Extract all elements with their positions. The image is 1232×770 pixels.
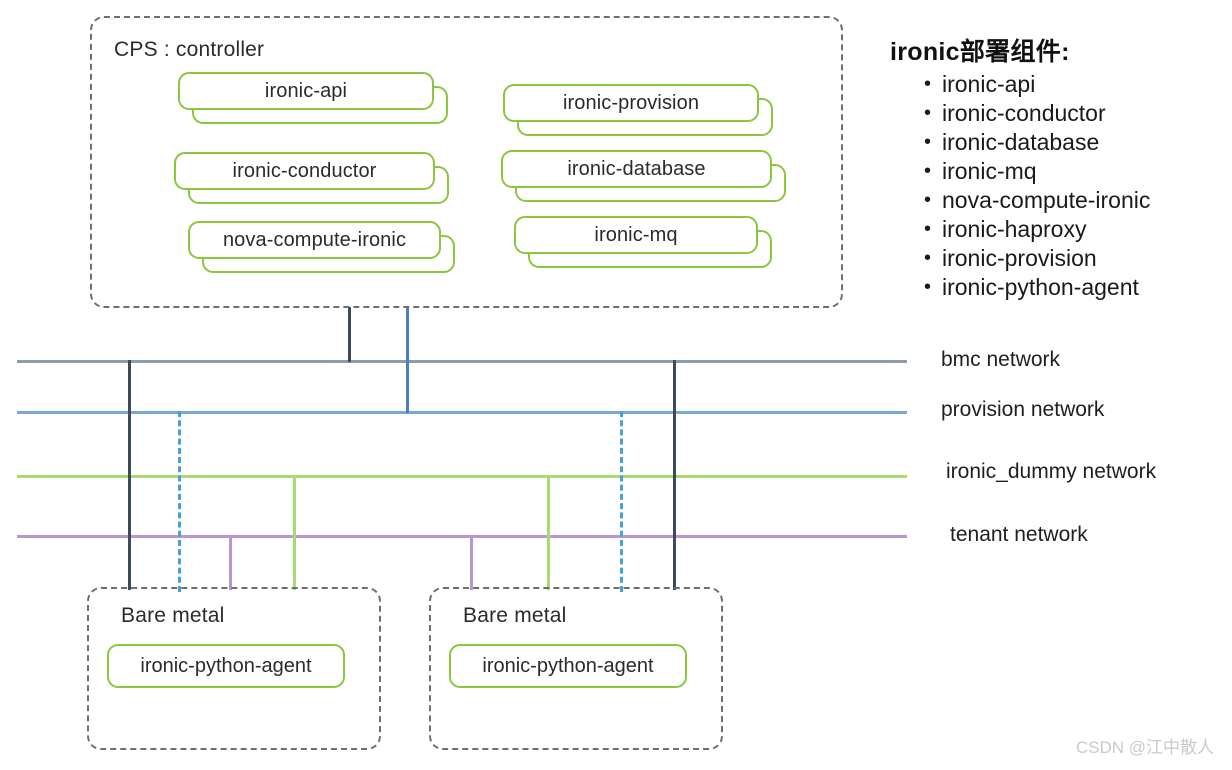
service-box-ironic-conductor[interactable]: ironic-conductor — [174, 152, 449, 204]
service-box-front: ironic-database — [501, 150, 772, 188]
connector-provision-to-baremetal-1 — [178, 411, 181, 592]
legend-item: nova-compute-ironic — [924, 186, 1220, 215]
connector-dummy-to-baremetal-1 — [293, 475, 296, 590]
network-line-tenant — [17, 535, 907, 538]
network-line-ironic_dummy — [17, 475, 907, 478]
legend-item: ironic-provision — [924, 244, 1220, 273]
bare-metal-1-agent-label: ironic-python-agent — [140, 654, 312, 677]
network-label-provision: provision network — [941, 398, 1105, 421]
legend-list: ironic-apiironic-conductorironic-databas… — [890, 70, 1220, 302]
service-box-front: ironic-provision — [503, 84, 759, 122]
bare-metal-2-title: Bare metal — [463, 604, 567, 627]
network-line-bmc — [17, 360, 907, 363]
network-label-ironic_dummy: ironic_dummy network — [946, 460, 1157, 483]
service-label: ironic-provision — [562, 91, 700, 114]
service-box-nova-compute-ironic[interactable]: nova-compute-ironic — [188, 221, 455, 273]
service-box-front: ironic-conductor — [174, 152, 435, 190]
service-box-front: ironic-api — [178, 72, 434, 110]
service-label: ironic-database — [567, 157, 706, 180]
network-label-bmc: bmc network — [941, 348, 1061, 371]
service-box-front: nova-compute-ironic — [188, 221, 441, 259]
cps-controller-title: CPS : controller — [114, 38, 265, 61]
service-box-ironic-api[interactable]: ironic-api — [178, 72, 448, 124]
network-line-provision — [17, 411, 907, 414]
legend-item: ironic-conductor — [924, 99, 1220, 128]
connector-bmc-to-baremetal-2 — [673, 360, 676, 590]
bare-metal-node-2: Bare metal ironic-python-agent — [429, 587, 723, 750]
service-box-front: ironic-mq — [514, 216, 758, 254]
legend-item: ironic-haproxy — [924, 215, 1220, 244]
service-label: ironic-conductor — [232, 159, 377, 182]
service-box-ironic-provision[interactable]: ironic-provision — [503, 84, 773, 136]
legend-item: ironic-database — [924, 128, 1220, 157]
connector-provision-to-baremetal-2 — [620, 411, 623, 592]
service-label: nova-compute-ironic — [222, 228, 407, 251]
bare-metal-2-agent-box[interactable]: ironic-python-agent — [449, 644, 687, 688]
service-label: ironic-api — [264, 79, 348, 102]
legend-item: ironic-python-agent — [924, 273, 1220, 302]
connector-bmc-to-baremetal-1 — [128, 360, 131, 590]
legend-item: ironic-api — [924, 70, 1220, 99]
bare-metal-2-agent-label: ironic-python-agent — [482, 654, 654, 677]
service-label: ironic-mq — [594, 223, 678, 246]
csdn-watermark: CSDN @江中散人 — [1075, 738, 1214, 757]
network-label-tenant: tenant network — [950, 523, 1088, 546]
bare-metal-1-agent-box[interactable]: ironic-python-agent — [107, 644, 345, 688]
connector-tenant-to-baremetal-2 — [470, 535, 473, 590]
deployment-components-legend: ironic部署组件: ironic-apiironic-conductorir… — [890, 32, 1220, 302]
legend-item: ironic-mq — [924, 157, 1220, 186]
connector-tenant-to-baremetal-1 — [229, 535, 232, 590]
bare-metal-node-1: Bare metal ironic-python-agent — [87, 587, 381, 750]
cps-controller-container: CPS : controller ironic-api ironic-provis… — [90, 16, 843, 308]
connector-dummy-to-baremetal-2 — [547, 475, 550, 590]
service-box-ironic-mq[interactable]: ironic-mq — [514, 216, 772, 268]
connector-controller-to-provision — [406, 307, 409, 413]
service-box-ironic-database[interactable]: ironic-database — [501, 150, 786, 202]
connector-controller-to-bmc — [348, 307, 351, 362]
legend-title: ironic部署组件: — [890, 38, 1070, 66]
bare-metal-1-title: Bare metal — [121, 604, 225, 627]
